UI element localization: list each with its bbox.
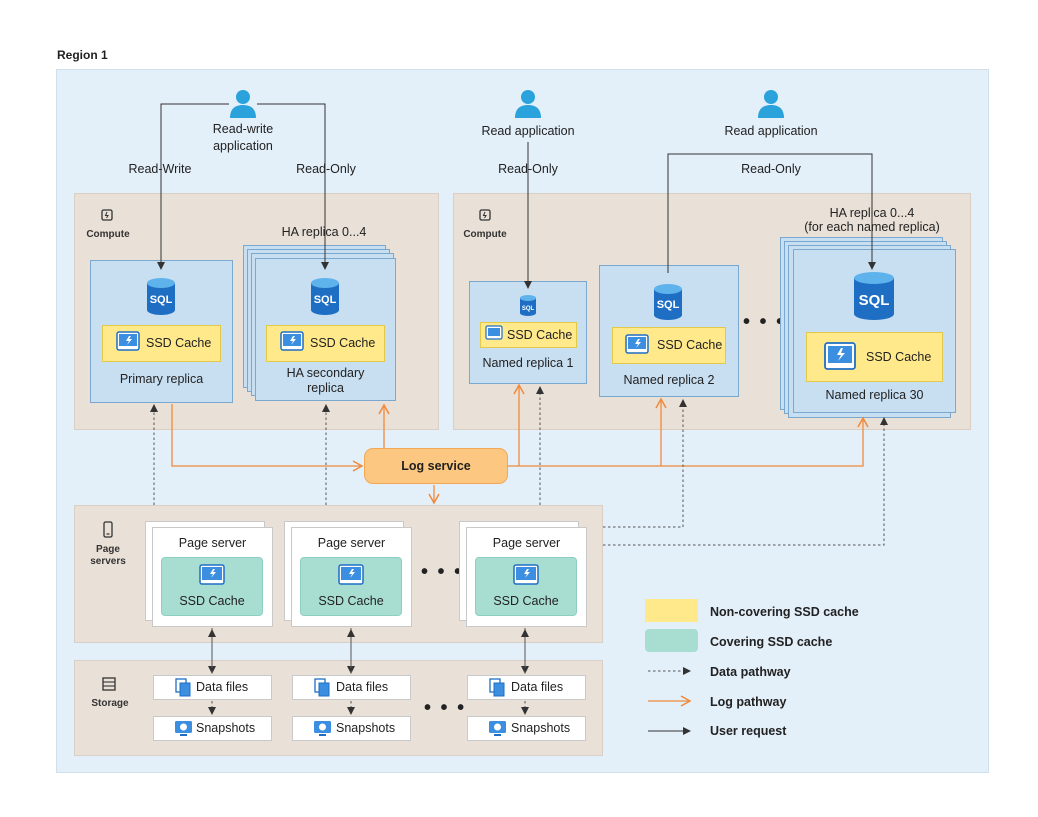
primary-cache-label: SSD Cache: [146, 336, 212, 350]
user-request-lines: [157, 103, 876, 289]
log-pathway-lines: [171, 383, 869, 505]
page-server-3-title: Page server: [492, 536, 561, 550]
data-files-icon: [489, 678, 505, 697]
snapshots-2: [292, 716, 411, 741]
ssd-icon: [199, 564, 225, 585]
ssd-icon: [625, 334, 649, 354]
named-replica-30-label: Named replica 30: [825, 388, 924, 402]
data-files-3: [467, 675, 586, 700]
page-server-device-icon: [103, 521, 113, 538]
region-title: Region 1: [57, 48, 108, 62]
legend-non-covering: Non-covering SSD cache: [710, 605, 859, 619]
read-only-label-1: Read-Only: [276, 162, 376, 176]
read-application-label-2: Read application: [724, 124, 818, 138]
page-server-1-cache: [161, 557, 263, 616]
sql-database-icon: SQL: [147, 278, 175, 315]
user-icon: [758, 90, 784, 118]
data-files-icon: [314, 678, 330, 697]
named30-cache-label: SSD Cache: [866, 350, 932, 364]
rw-application-label: Read-write application: [212, 122, 274, 153]
ellipsis-compute: • • •: [743, 311, 786, 333]
legend-user-request: User request: [710, 724, 787, 738]
page-server-3-cache-label: SSD Cache: [493, 594, 559, 608]
ellipsis-page-servers: • • •: [421, 561, 464, 583]
data-files-icon: [175, 678, 191, 697]
user-icon: [230, 90, 256, 118]
svg-text:SQL: SQL: [859, 292, 890, 309]
ssd-icon: [338, 564, 364, 585]
log-service: Log service: [364, 448, 508, 484]
legend-swatch-covering: [645, 629, 698, 652]
ha-cache-label: SSD Cache: [310, 336, 376, 350]
svg-text:SQL: SQL: [150, 294, 173, 306]
legend-log-pathway: Log pathway: [710, 695, 787, 709]
page-server-1-title: Page server: [178, 536, 247, 550]
data-files-1: [153, 675, 272, 700]
snapshot-icon: [314, 721, 331, 736]
svg-text:SQL: SQL: [522, 306, 535, 312]
data-files-2: [292, 675, 411, 700]
snapshots-1: [153, 716, 272, 741]
named1-cache-label: SSD Cache: [507, 328, 573, 342]
snapshots-3-label: Snapshots: [511, 721, 571, 735]
compute-label-right: Compute: [463, 229, 507, 240]
storage-label: Storage: [91, 698, 129, 709]
data-files-1-label: Data files: [196, 680, 249, 694]
snapshot-icon: [489, 721, 506, 736]
svg-text:SQL: SQL: [657, 299, 680, 311]
snapshot-icon: [175, 721, 192, 736]
page-server-1-cache-label: SSD Cache: [179, 594, 245, 608]
snapshots-2-label: Snapshots: [336, 721, 396, 735]
legend-swatch-non-covering: [645, 599, 698, 622]
named-ha-replica-header: HA replica 0...4 (for each named replica…: [804, 206, 940, 234]
named-replica-2-label: Named replica 2: [623, 373, 715, 387]
data-files-2-label: Data files: [336, 680, 389, 694]
named2-cache-label: SSD Cache: [657, 338, 723, 352]
ssd-icon: [485, 325, 503, 340]
compute-chip-icon: [101, 209, 113, 221]
ha-replica-header: HA replica 0...4: [281, 225, 367, 239]
data-pathway-lines: [150, 386, 888, 715]
read-write-label: Read-Write: [110, 162, 210, 176]
snapshots-1-label: Snapshots: [196, 721, 256, 735]
compute-chip-icon: [479, 209, 491, 221]
ssd-icon: [513, 564, 539, 585]
snapshots-3: [467, 716, 586, 741]
sql-database-icon: SQL: [854, 272, 894, 320]
data-files-3-label: Data files: [511, 680, 564, 694]
named-replica-1-label: Named replica 1: [482, 356, 574, 370]
page-server-2-cache-label: SSD Cache: [318, 594, 384, 608]
ellipsis-storage: • • •: [424, 697, 467, 719]
user-icon: [515, 90, 541, 118]
ha-secondary-label: HA secondary replica: [286, 366, 365, 395]
legend-covering: Covering SSD cache: [710, 635, 833, 649]
read-only-label-3: Read-Only: [721, 162, 821, 176]
svg-text:SQL: SQL: [314, 294, 337, 306]
page-server-2-title: Page server: [317, 536, 386, 550]
sql-database-icon: SQL: [654, 284, 682, 320]
ssd-icon: [280, 331, 304, 351]
ssd-icon: [824, 342, 856, 370]
sql-database-icon: SQL: [520, 295, 536, 316]
sql-database-icon: SQL: [311, 278, 339, 315]
storage-icon: [102, 677, 116, 691]
ssd-icon: [116, 331, 140, 351]
read-application-label-1: Read application: [481, 124, 575, 138]
compute-label-left: Compute: [86, 229, 130, 240]
legend-data-pathway: Data pathway: [710, 665, 791, 679]
page-servers-label: Page servers: [90, 544, 126, 567]
primary-replica-label: Primary replica: [119, 372, 204, 386]
